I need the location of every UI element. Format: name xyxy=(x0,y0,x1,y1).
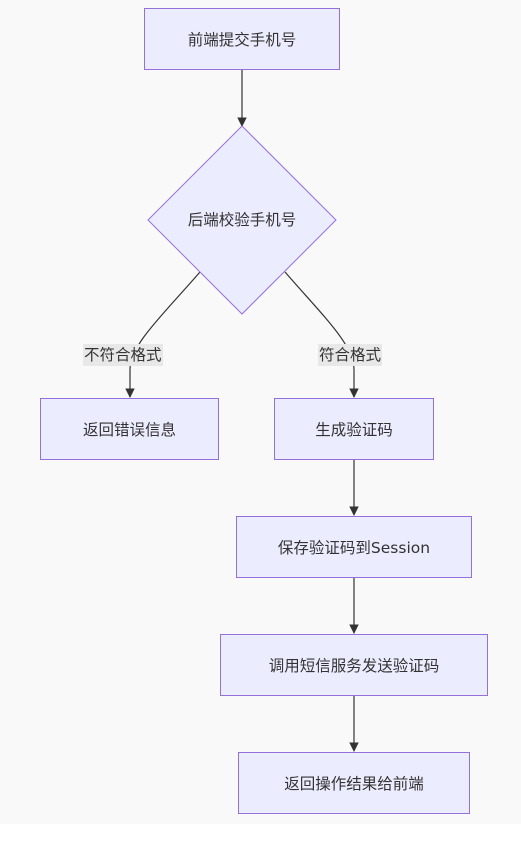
node-generate-code-label: 生成验证码 xyxy=(315,421,393,439)
node-submit-phone: 前端提交手机号 xyxy=(144,8,340,70)
node-generate-code: 生成验证码 xyxy=(274,398,434,460)
diagram-edges xyxy=(125,70,359,752)
node-submit-phone-label: 前端提交手机号 xyxy=(187,31,297,49)
node-save-session: 保存验证码到Session xyxy=(236,516,472,578)
edge-label-valid: 符合格式 xyxy=(318,344,383,366)
edge-label-valid-text: 符合格式 xyxy=(319,346,382,364)
decision-diamond-shape xyxy=(147,125,337,315)
node-return-error: 返回错误信息 xyxy=(40,398,219,460)
edge-label-invalid: 不符合格式 xyxy=(83,344,163,366)
node-return-result: 返回操作结果给前端 xyxy=(238,752,470,814)
node-return-error-label: 返回错误信息 xyxy=(82,421,176,439)
node-return-result-label: 返回操作结果给前端 xyxy=(284,775,424,793)
node-save-session-label: 保存验证码到Session xyxy=(277,539,431,557)
edge-validate-to-generate xyxy=(284,271,359,398)
edge-validate-to-error xyxy=(125,271,201,398)
decision-validate-phone: 后端校验手机号 xyxy=(148,208,336,230)
diagram-canvas: 前端提交手机号 后端校验手机号 不符合格式 符合格式 返回错误信息 生成验证码 … xyxy=(40,8,488,814)
edge-label-invalid-text: 不符合格式 xyxy=(84,346,162,364)
decision-validate-phone-label: 后端校验手机号 xyxy=(187,211,297,229)
node-send-sms-label: 调用短信服务发送验证码 xyxy=(268,657,440,675)
node-send-sms: 调用短信服务发送验证码 xyxy=(220,634,488,696)
